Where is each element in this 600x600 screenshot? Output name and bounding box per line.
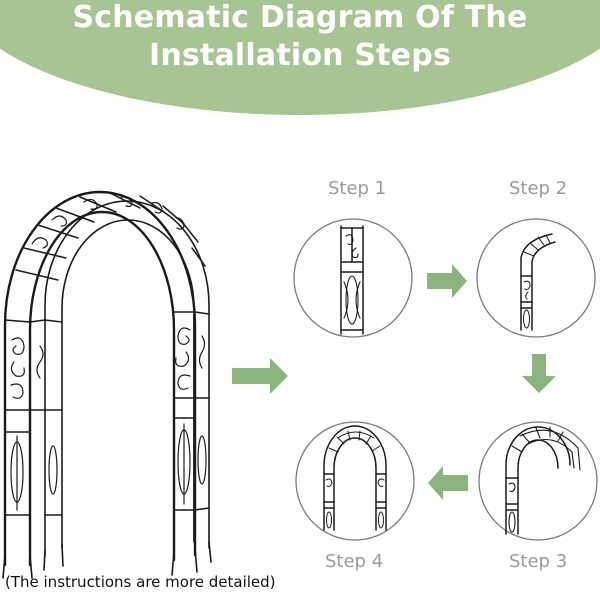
arrow-icon: [428, 466, 468, 500]
title-line-1: Schematic Diagram Of The: [72, 0, 528, 35]
arch-top-icon: [505, 426, 581, 535]
step2-circle: [476, 218, 596, 338]
footnote: (The instructions are more detailed): [5, 573, 276, 591]
assembled-arch-icon: [323, 425, 387, 531]
step-3-label: Step 3: [509, 551, 568, 572]
arrow-icon: [522, 354, 556, 393]
step4-circle: [295, 421, 415, 541]
step-4-label: Step 4: [325, 551, 384, 572]
step-1-label: Step 1: [328, 178, 387, 199]
arch-half-icon: [520, 233, 556, 331]
garden-arch-icon: [2, 190, 212, 579]
header-banner-shape: [0, 0, 600, 115]
arrow-icon: [232, 358, 288, 394]
title-line-2: Installation Steps: [148, 38, 452, 73]
side-panel-icon: [340, 225, 364, 335]
arrow-icon: [427, 264, 467, 298]
step1-circle: [293, 218, 413, 338]
step-2-label: Step 2: [509, 178, 568, 199]
